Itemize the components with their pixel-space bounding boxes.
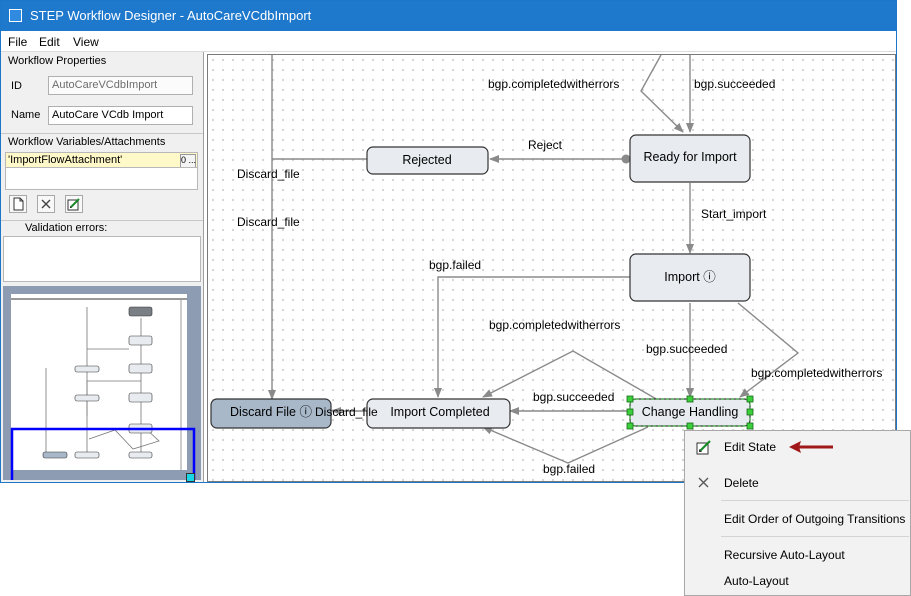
edge-completedwitherrors-right [737, 302, 800, 398]
transition-succeeded-bottom: bgp.succeeded [533, 390, 614, 404]
window-title: STEP Workflow Designer - AutoCareVCdbImp… [30, 8, 312, 23]
name-label: Name [11, 109, 41, 121]
overview-resize-handle[interactable] [186, 473, 195, 482]
auto-layout-label: Auto-Layout [724, 574, 789, 588]
transition-completedwitherrors-right: bgp.completedwitherrors [751, 366, 882, 380]
delete-label: Delete [724, 476, 759, 490]
transition-failed-bottom: bgp.failed [543, 462, 595, 476]
state-ready-for-import: Ready for Import [643, 150, 737, 164]
context-menu-separator [721, 536, 909, 537]
variables-list-area [5, 168, 198, 190]
add-variable-button[interactable] [9, 195, 27, 213]
diagram-overview[interactable] [3, 286, 201, 482]
recursive-auto-layout-label: Recursive Auto-Layout [724, 548, 845, 562]
edge-completedwitherrors-mid [482, 350, 659, 401]
state-change-handling: Change Handling [642, 405, 739, 419]
context-menu-auto-layout[interactable]: Auto-Layout [685, 569, 910, 593]
variable-browse-button[interactable]: 0 ... [180, 154, 196, 167]
transition-discard-file-3: Discard_file [315, 405, 378, 419]
title-bar: STEP Workflow Designer - AutoCareVCdbImp… [1, 1, 896, 31]
state-import-completed: Import Completed [390, 405, 489, 419]
menu-view[interactable]: View [73, 35, 99, 49]
context-menu-edit-order[interactable]: Edit Order of Outgoing Transitions [685, 507, 910, 531]
delete-icon [698, 477, 709, 488]
state-import-box[interactable] [629, 253, 751, 302]
state-discard-file-box[interactable] [210, 398, 332, 429]
context-menu-delete[interactable]: Delete [685, 471, 910, 495]
selection-handles[interactable] [626, 395, 754, 430]
workflow-canvas[interactable]: Ready for Import Rejected Import ⓘ Chang… [207, 54, 896, 482]
delete-variable-button[interactable] [37, 195, 55, 213]
transition-discard-file-2: Discard_file [237, 215, 300, 229]
section-divider [1, 133, 203, 134]
menu-edit[interactable]: Edit [39, 35, 60, 49]
overview-minimap [10, 294, 196, 480]
transition-discard-file-1: Discard_file [237, 167, 300, 181]
transition-completedwitherrors-mid: bgp.completedwitherrors [489, 318, 620, 332]
validation-errors-label: Validation errors: [25, 222, 108, 234]
context-menu-recursive-auto-layout[interactable]: Recursive Auto-Layout [685, 543, 910, 567]
menu-bar: File Edit View [1, 31, 896, 52]
state-rejected: Rejected [402, 153, 451, 167]
new-document-icon [13, 197, 24, 211]
edit-icon [67, 198, 80, 211]
id-field[interactable]: AutoCareVCdbImport [48, 76, 193, 95]
state-import-completed-box[interactable] [366, 398, 511, 429]
state-discard-file: Discard File ⓘ [230, 405, 312, 419]
validation-errors-box [3, 236, 201, 282]
variable-item[interactable]: 'ImportFlowAttachment' 0 ... [5, 152, 198, 168]
workflow-properties-title: Workflow Properties [8, 55, 107, 67]
menu-file[interactable]: File [8, 35, 28, 49]
transition-failed-left: bgp.failed [429, 258, 481, 272]
context-menu-edit-state[interactable]: Edit State [685, 435, 910, 459]
section-divider [1, 220, 203, 221]
edit-state-icon [696, 440, 711, 455]
edge-failed-bottom [482, 426, 649, 464]
context-menu-separator [721, 500, 909, 501]
state-rejected-box[interactable] [366, 146, 489, 175]
transition-succeeded-top: bgp.succeeded [694, 77, 775, 91]
transition-start-import: Start_import [701, 207, 767, 221]
transition-completedwitherrors-top: bgp.completedwitherrors [488, 77, 619, 91]
transition-reject: Reject [528, 138, 563, 152]
delete-x-icon [41, 199, 51, 209]
id-label: ID [11, 80, 22, 92]
workflow-variables-title: Workflow Variables/Attachments [8, 136, 166, 148]
context-menu: Edit State Delete Edit Order of Outgoing… [684, 430, 911, 596]
workflow-designer-window: STEP Workflow Designer - AutoCareVCdbImp… [0, 0, 897, 483]
state-import: Import ⓘ [664, 270, 716, 284]
name-field[interactable]: AutoCare VCdb Import [48, 106, 193, 125]
edit-state-label: Edit State [724, 440, 777, 454]
edge-completedwitherrors-top [640, 55, 684, 133]
transition-succeeded-mid: bgp.succeeded [646, 342, 727, 356]
edge-failed-left [434, 276, 630, 398]
variable-item-label: 'ImportFlowAttachment' [8, 154, 123, 166]
left-pane: Workflow Properties ID AutoCareVCdbImpor… [1, 52, 204, 482]
edit-order-label: Edit Order of Outgoing Transitions [724, 512, 906, 526]
edge-start-dot [621, 154, 631, 164]
state-ready-for-import-box[interactable] [629, 134, 751, 183]
app-icon [9, 9, 22, 22]
annotation-arrow-icon [789, 441, 833, 453]
workflow-diagram: Ready for Import Rejected Import ⓘ Chang… [210, 55, 882, 476]
edit-variable-button[interactable] [65, 195, 83, 213]
